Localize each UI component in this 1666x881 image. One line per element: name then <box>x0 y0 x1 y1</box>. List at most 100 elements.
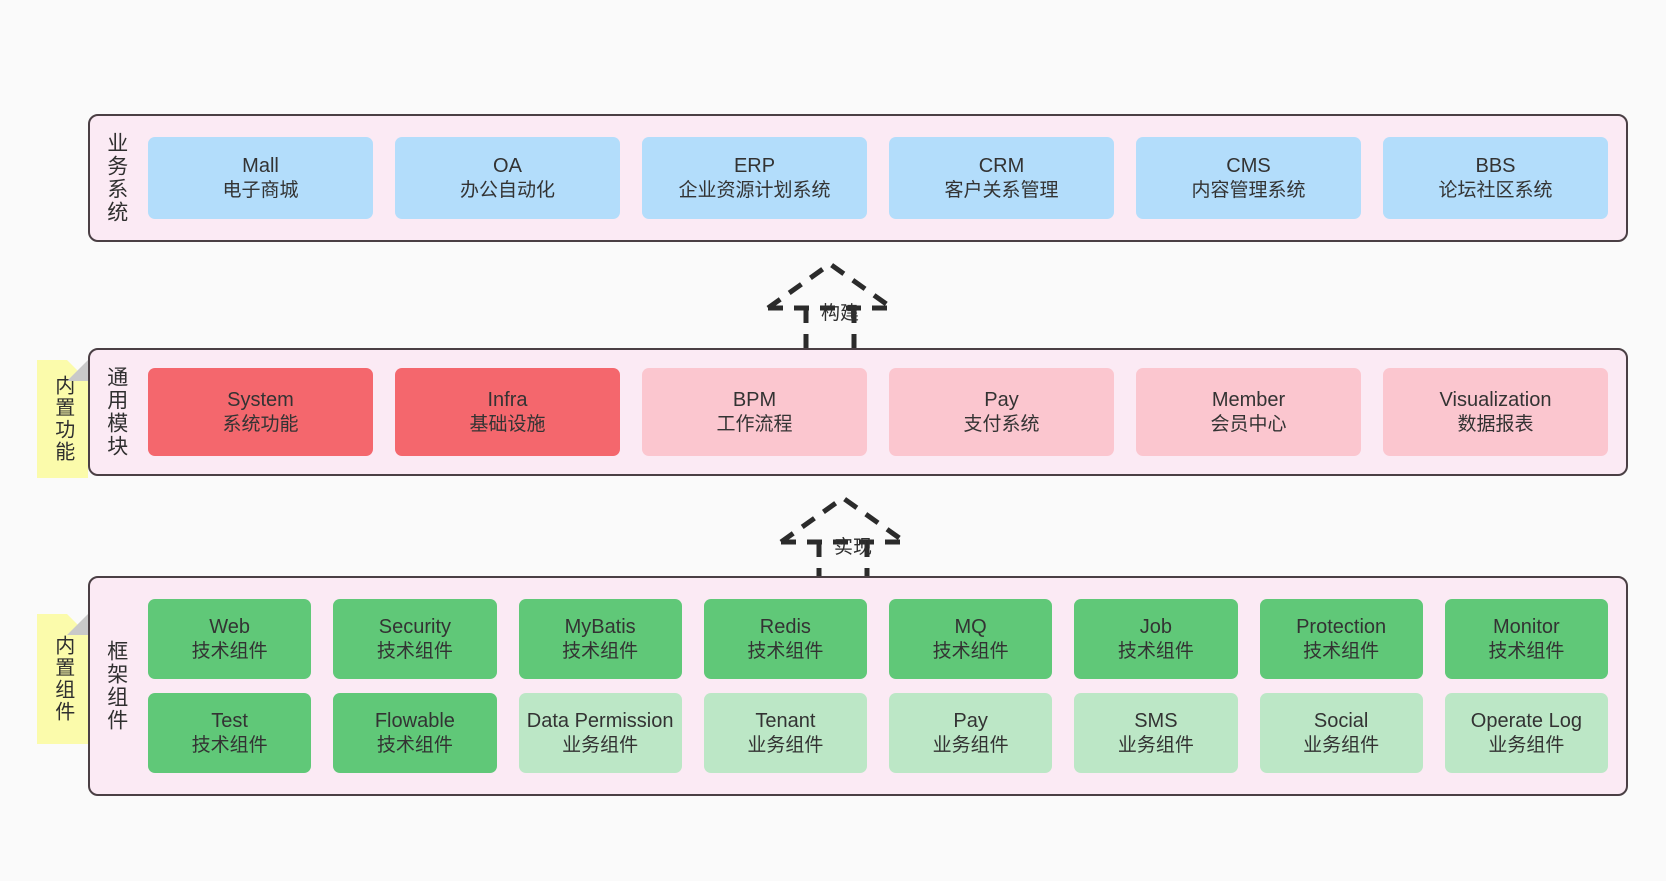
connector-implement-label: 实现 <box>833 537 872 558</box>
note-label: 内置组件 <box>51 635 74 723</box>
framework-row-1: Web 技术组件 Security 技术组件 MyBatis 技术组件 Redi… <box>148 599 1608 679</box>
note-fold-corner <box>67 360 88 381</box>
layer-framework-components: 框架组件 Web 技术组件 Security 技术组件 MyBatis 技术组件… <box>88 576 1628 796</box>
component-box-operate-log[interactable]: Operate Log 业务组件 <box>1444 693 1608 773</box>
component-box-job[interactable]: Job 技术组件 <box>1074 599 1238 679</box>
module-desc: 会员中心 <box>1210 413 1287 435</box>
note-builtin-function: 内置功能 <box>37 360 88 478</box>
component-desc: 业务组件 <box>932 734 1009 756</box>
component-box-test[interactable]: Test 技术组件 <box>148 693 312 773</box>
module-box-oa[interactable]: OA 办公自动化 <box>395 137 620 219</box>
component-desc: 技术组件 <box>747 640 824 662</box>
component-name: Redis <box>759 616 811 639</box>
component-box-flowable[interactable]: Flowable 技术组件 <box>333 693 497 773</box>
module-box-infra[interactable]: Infra 基础设施 <box>395 368 620 456</box>
component-desc: 技术组件 <box>932 640 1009 662</box>
component-desc: 技术组件 <box>562 640 639 662</box>
module-box-bpm[interactable]: BPM 工作流程 <box>642 368 867 456</box>
connector-implement: 实现 <box>773 492 933 589</box>
module-desc: 系统功能 <box>222 413 299 435</box>
layer-title-framework: 框架组件 <box>104 640 128 732</box>
component-desc: 技术组件 <box>376 734 453 756</box>
component-desc: 业务组件 <box>1488 734 1565 756</box>
module-box-erp[interactable]: ERP 企业资源计划系统 <box>642 137 867 219</box>
component-name: Pay <box>953 710 988 733</box>
module-box-pay[interactable]: Pay 支付系统 <box>889 368 1114 456</box>
component-desc: 技术组件 <box>1303 640 1380 662</box>
module-row-1: System 系统功能 Infra 基础设施 BPM 工作流程 Pay 支付系统… <box>148 368 1608 456</box>
component-box-pay[interactable]: Pay 业务组件 <box>889 693 1053 773</box>
component-desc: 技术组件 <box>191 734 268 756</box>
note-builtin-component: 内置组件 <box>37 614 88 744</box>
module-box-crm[interactable]: CRM 客户关系管理 <box>889 137 1114 219</box>
component-desc: 业务组件 <box>747 734 824 756</box>
module-desc: 办公自动化 <box>459 179 555 201</box>
framework-row-2: Test 技术组件 Flowable 技术组件 Data Permission … <box>148 693 1608 773</box>
component-box-web[interactable]: Web 技术组件 <box>148 599 312 679</box>
module-name: Mall <box>242 155 279 178</box>
module-desc: 论坛社区系统 <box>1438 179 1553 201</box>
layer-body-framework: Web 技术组件 Security 技术组件 MyBatis 技术组件 Redi… <box>142 578 1626 794</box>
note-fold-corner <box>67 614 88 635</box>
component-desc: 技术组件 <box>191 640 268 662</box>
component-box-data-permission[interactable]: Data Permission 业务组件 <box>518 693 682 773</box>
component-desc: 技术组件 <box>1488 640 1565 662</box>
module-name: ERP <box>733 155 776 178</box>
component-box-mybatis[interactable]: MyBatis 技术组件 <box>518 599 682 679</box>
module-desc: 内容管理系统 <box>1191 179 1306 201</box>
component-desc: 技术组件 <box>1117 640 1194 662</box>
component-name: Monitor <box>1493 616 1560 639</box>
module-name: Member <box>1211 389 1286 412</box>
layer-title-business: 业务系统 <box>104 132 128 224</box>
module-box-bbs[interactable]: BBS 论坛社区系统 <box>1383 137 1608 219</box>
module-desc: 客户关系管理 <box>944 179 1059 201</box>
note-label: 内置功能 <box>51 375 74 463</box>
component-box-mq[interactable]: MQ 技术组件 <box>889 599 1053 679</box>
component-name: Web <box>209 616 250 639</box>
component-name: MQ <box>954 616 987 639</box>
component-name: SMS <box>1134 710 1178 733</box>
module-name: System <box>227 389 294 412</box>
layer-body-business: Mall 电子商城 OA 办公自动化 ERP 企业资源计划系统 CRM 客户关系… <box>142 116 1626 240</box>
component-box-tenant[interactable]: Tenant 业务组件 <box>703 693 867 773</box>
module-name: Visualization <box>1439 389 1552 412</box>
component-name: Security <box>378 616 451 639</box>
module-desc: 支付系统 <box>963 413 1040 435</box>
component-box-security[interactable]: Security 技术组件 <box>333 599 497 679</box>
module-name: CMS <box>1226 155 1271 178</box>
layer-common-modules: 通用模块 System 系统功能 Infra 基础设施 BPM 工作流程 Pay… <box>88 348 1628 476</box>
layer-business-systems: 业务系统 Mall 电子商城 OA 办公自动化 ERP 企业资源计划系统 CRM… <box>88 114 1628 242</box>
component-box-social[interactable]: Social 业务组件 <box>1259 693 1423 773</box>
module-box-mall[interactable]: Mall 电子商城 <box>148 137 373 219</box>
component-name: MyBatis <box>564 616 636 639</box>
module-desc: 工作流程 <box>716 413 793 435</box>
module-name: BBS <box>1475 155 1516 178</box>
component-box-redis[interactable]: Redis 技术组件 <box>703 599 867 679</box>
component-desc: 业务组件 <box>562 734 639 756</box>
component-box-monitor[interactable]: Monitor 技术组件 <box>1444 599 1608 679</box>
component-name: Flowable <box>374 710 455 733</box>
layer-title-module: 通用模块 <box>104 366 128 458</box>
component-name: Operate Log <box>1470 710 1582 733</box>
module-box-visualization[interactable]: Visualization 数据报表 <box>1383 368 1608 456</box>
component-box-sms[interactable]: SMS 业务组件 <box>1074 693 1238 773</box>
module-name: BPM <box>732 389 777 412</box>
module-box-cms[interactable]: CMS 内容管理系统 <box>1136 137 1361 219</box>
component-name: Data Permission <box>526 710 674 733</box>
module-desc: 基础设施 <box>469 413 546 435</box>
component-desc: 业务组件 <box>1303 734 1380 756</box>
component-name: Test <box>211 710 248 733</box>
component-name: Job <box>1139 616 1172 639</box>
business-row-1: Mall 电子商城 OA 办公自动化 ERP 企业资源计划系统 CRM 客户关系… <box>148 137 1608 219</box>
module-box-system[interactable]: System 系统功能 <box>148 368 373 456</box>
component-desc: 技术组件 <box>376 640 453 662</box>
connector-build-label: 构建 <box>820 303 859 324</box>
module-box-member[interactable]: Member 会员中心 <box>1136 368 1361 456</box>
component-name: Social <box>1313 710 1369 733</box>
component-name: Protection <box>1296 616 1387 639</box>
module-name: OA <box>493 155 522 178</box>
module-name: Pay <box>984 389 1019 412</box>
component-box-protection[interactable]: Protection 技术组件 <box>1259 599 1423 679</box>
module-desc: 电子商城 <box>222 179 299 201</box>
